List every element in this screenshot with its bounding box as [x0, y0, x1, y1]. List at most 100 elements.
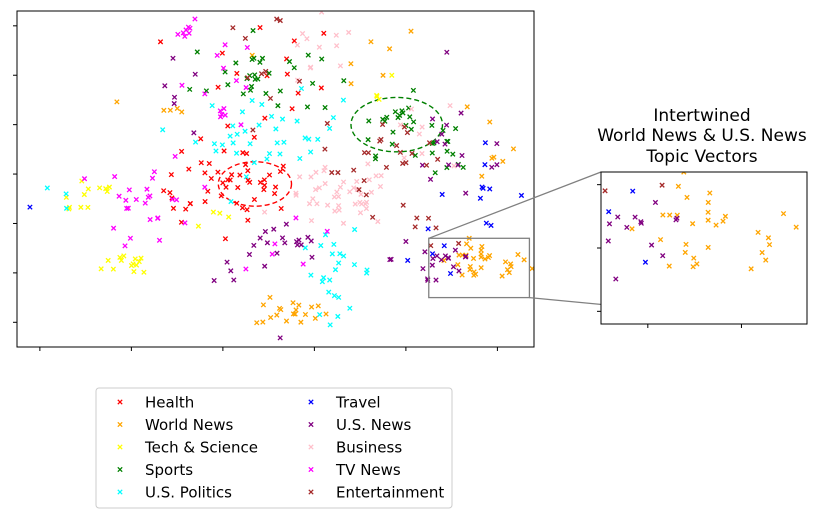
point-entertainment [250, 127, 256, 133]
point-sports [187, 86, 193, 93]
point-u-s-news [171, 100, 177, 107]
point-health [222, 236, 229, 242]
point-health [261, 186, 267, 193]
point-business [335, 203, 342, 209]
point-entertainment [230, 25, 236, 31]
point-world-news [515, 251, 521, 258]
point-tv-news [220, 65, 227, 71]
point-entertainment [412, 224, 418, 230]
point-business [294, 42, 301, 48]
point-u-s-news [434, 253, 440, 259]
point-health [284, 71, 291, 77]
inset-scatter-points [602, 172, 799, 282]
point-tv-news [151, 169, 158, 175]
point-entertainment [277, 17, 283, 24]
point-u-s-politics [251, 159, 257, 166]
point-tv-news [147, 216, 153, 223]
point-u-s-politics [298, 85, 305, 92]
point-u-s-politics [322, 232, 329, 238]
point-travel [477, 195, 484, 201]
legend-item-health: Health [117, 394, 194, 412]
legend-item-travel: Travel [308, 394, 381, 412]
point-sports [412, 152, 418, 159]
point-u-s-news [246, 251, 253, 258]
point-business [308, 64, 314, 70]
point-travel [479, 184, 485, 190]
point-business [451, 163, 457, 169]
inset-point-u-s-news [648, 242, 655, 248]
point-health [198, 160, 204, 166]
point-entertainment [400, 202, 406, 208]
point-u-s-politics [211, 141, 218, 147]
legend-label-entertainment: Entertainment [336, 484, 444, 502]
inset-point-world-news [748, 266, 754, 272]
point-tech-and-science [98, 266, 104, 272]
point-u-s-politics [279, 116, 286, 122]
point-tv-news [127, 235, 134, 241]
point-entertainment [351, 167, 357, 173]
point-tech-and-science [132, 256, 138, 262]
point-world-news [114, 99, 120, 105]
point-sports [444, 164, 450, 171]
point-sports [452, 125, 459, 132]
point-health [234, 200, 240, 206]
point-business [365, 161, 371, 167]
point-u-s-politics [320, 275, 327, 281]
point-world-news [521, 257, 527, 263]
point-world-news [348, 81, 354, 87]
point-health [235, 184, 241, 191]
point-u-s-news [191, 130, 197, 136]
inset-point-u-s-news [638, 220, 644, 226]
point-business [304, 36, 310, 42]
point-u-s-news [283, 221, 290, 227]
point-sports [322, 104, 328, 111]
point-world-news [283, 318, 290, 324]
point-tv-news [300, 261, 306, 267]
point-u-s-politics [308, 272, 314, 278]
point-sports [233, 60, 239, 66]
point-u-s-politics [331, 241, 337, 248]
point-entertainment [397, 149, 404, 156]
point-entertainment [426, 140, 433, 146]
legend-label-sports: Sports [145, 461, 193, 479]
point-world-news [278, 306, 284, 313]
inset-point-world-news [689, 221, 696, 227]
point-entertainment [369, 214, 376, 220]
inset-point-world-news [766, 241, 773, 248]
point-health [242, 162, 249, 168]
point-world-news [486, 252, 493, 259]
point-entertainment [401, 124, 408, 130]
point-world-news [267, 314, 274, 321]
point-health [228, 172, 235, 178]
point-health [220, 180, 226, 186]
point-entertainment [414, 215, 420, 221]
legend-marker-entertainment [308, 489, 314, 495]
point-business [354, 178, 360, 185]
point-business [419, 150, 425, 157]
inset-point-world-news [629, 226, 635, 232]
point-u-s-politics [228, 198, 234, 205]
point-u-s-politics [294, 118, 300, 124]
point-u-s-news [494, 140, 500, 147]
point-tv-news [233, 77, 240, 84]
point-health [218, 193, 224, 199]
point-tech-and-science [133, 262, 140, 268]
inset-point-travel [630, 188, 636, 194]
point-u-s-news [429, 116, 436, 122]
legend-label-business: Business [336, 439, 402, 457]
point-health [223, 184, 229, 190]
point-sports [410, 119, 417, 125]
point-u-s-news [442, 141, 448, 147]
point-sports [407, 114, 413, 120]
point-tv-news [238, 122, 244, 128]
point-u-s-politics [192, 139, 199, 145]
legend-label-u-s-news: U.S. News [336, 416, 412, 434]
point-u-s-politics [319, 279, 326, 285]
point-entertainment [242, 35, 249, 42]
point-entertainment [361, 149, 368, 156]
point-health [170, 205, 177, 211]
point-tv-news [202, 91, 208, 97]
point-u-s-news [403, 238, 409, 245]
point-business [316, 44, 323, 50]
point-u-s-news [296, 237, 302, 243]
